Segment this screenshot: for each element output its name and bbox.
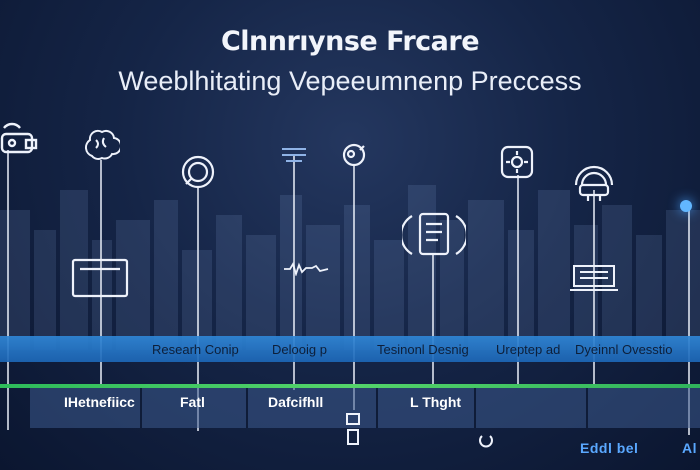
robot-icon <box>0 122 38 154</box>
connector-line <box>688 205 690 435</box>
cell-label-1: IHetnefiicc <box>64 394 135 410</box>
monitor-icon <box>71 258 129 298</box>
cell-label-3: Dafcifhll <box>268 394 324 410</box>
waveform-icon <box>284 262 329 276</box>
footer-label-1: Eddl bel <box>580 440 639 456</box>
process-band <box>0 336 700 362</box>
page-title: Clnnrıynse Frcare <box>220 26 480 57</box>
lightbulb-icon <box>574 165 614 201</box>
band-label-5: Dyeinnl Ovesstio <box>575 342 673 357</box>
document-icon <box>402 212 466 256</box>
connector-line <box>7 150 9 430</box>
gear-icon <box>500 145 534 179</box>
stage-cell <box>378 388 476 428</box>
band-label-2: Delooig p <box>272 342 327 357</box>
tag-icon <box>479 435 493 448</box>
timeline-rail <box>0 384 700 388</box>
person-icon <box>342 143 366 167</box>
stage-cell <box>248 388 378 428</box>
brain-icon <box>85 129 120 160</box>
band-label-1: Researh Conip <box>152 342 239 357</box>
connector-line <box>432 255 434 385</box>
skyline-backdrop <box>0 185 700 350</box>
footer-label-2: Al <box>682 440 697 456</box>
stage-cell <box>476 388 588 428</box>
laptop-icon <box>570 265 618 291</box>
magnifier-icon <box>181 155 215 189</box>
stage-cells <box>0 388 700 428</box>
status-glow-icon <box>680 200 692 212</box>
server-stack-icon <box>282 148 306 162</box>
lock-icon <box>346 413 360 445</box>
connector-line <box>100 160 102 385</box>
connector-line <box>293 155 295 390</box>
connector-line <box>517 175 519 385</box>
connector-line <box>593 190 595 385</box>
stage-cell <box>30 388 142 428</box>
cell-label-2: Fatl <box>180 394 205 410</box>
band-label-3: Tesinonl Desnig <box>377 342 469 357</box>
page-subtitle: Weeblhitating Vepeeumnenp Preccess <box>118 66 582 96</box>
cell-label-4: L Thght <box>410 394 462 410</box>
band-label-4: Ureptep ad <box>496 342 561 357</box>
stage-cell <box>142 388 248 428</box>
connector-line <box>353 165 355 410</box>
connector-line <box>197 186 199 431</box>
stage-cell <box>588 388 700 428</box>
